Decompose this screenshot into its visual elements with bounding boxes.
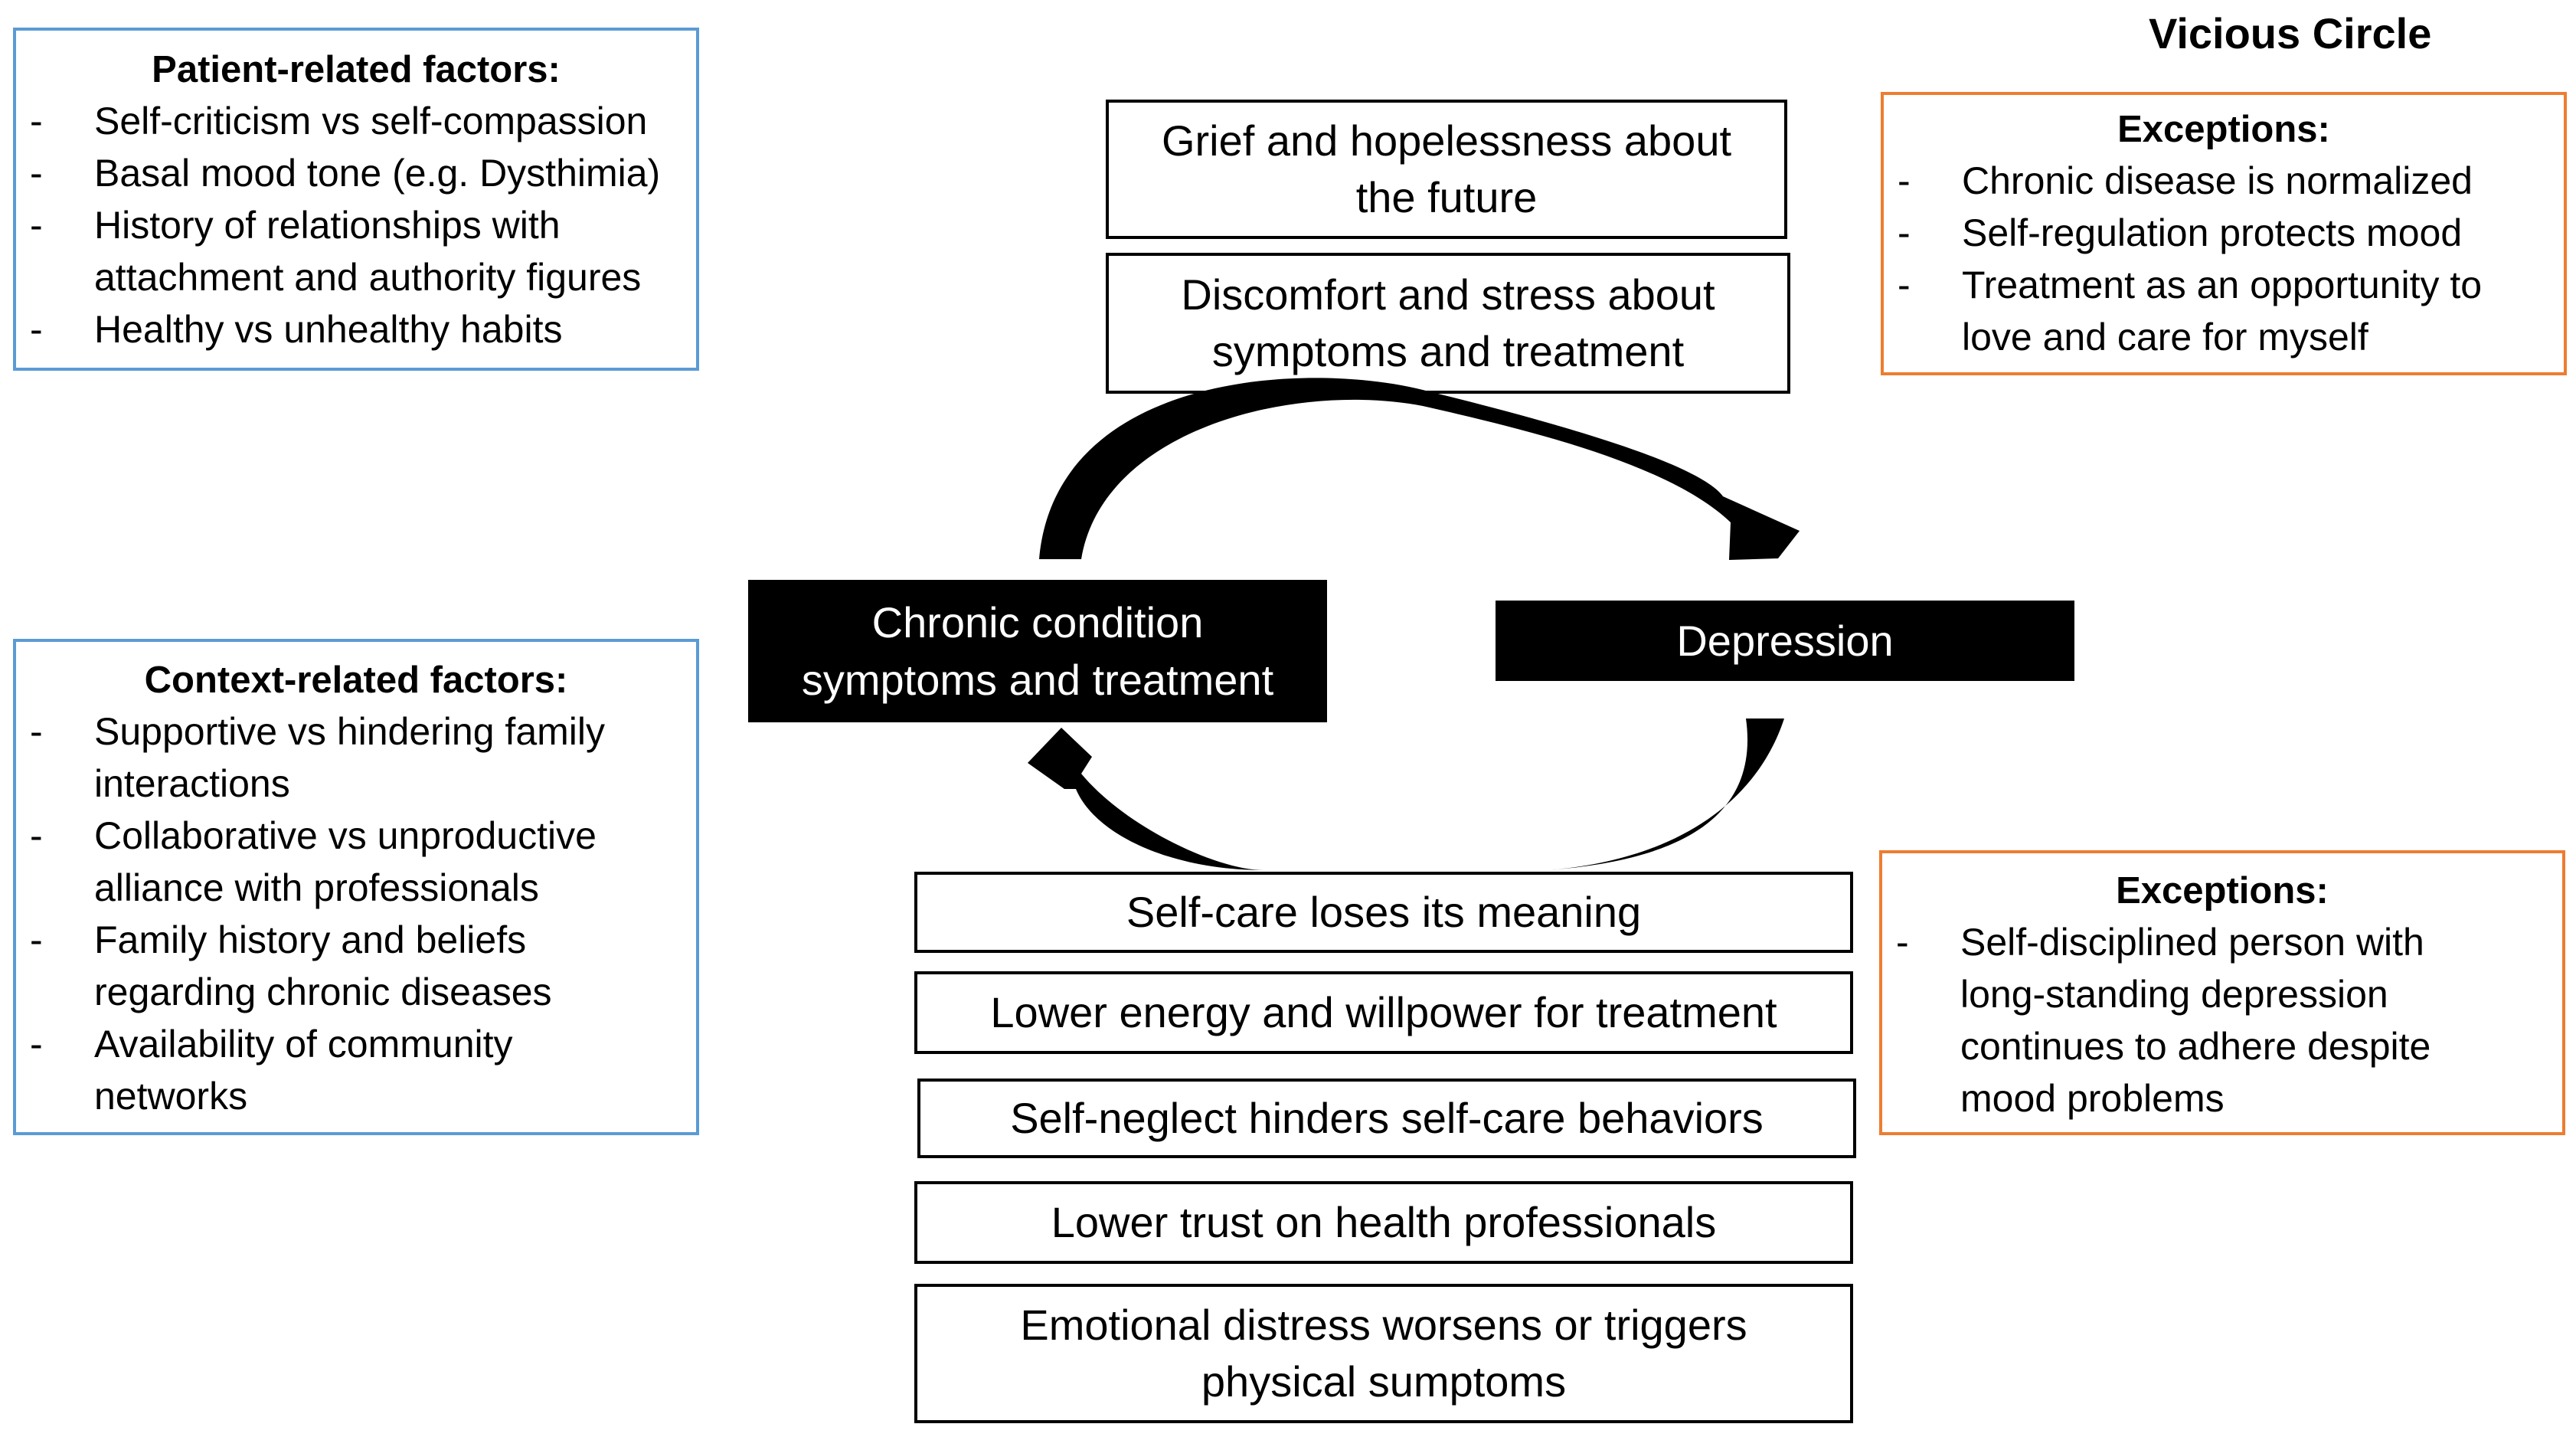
context-factors-box: Context-related factors: -Supportive vs … [13,639,699,1135]
patient-factors-list: -Self-criticism vs self-compassion -Basa… [16,95,696,355]
diagram-title: Vicious Circle [2149,9,2432,57]
top-curved-arrow [1039,378,1800,560]
list-item: -Healthy vs unhealthy habits [30,308,563,351]
lower-trust-box: Lower trust on health professionals [914,1181,1853,1264]
exceptions-bottom-heading: Exceptions: [2116,870,2329,912]
exceptions-top-heading: Exceptions: [2117,109,2330,150]
exceptions-top-list: -Chronic disease is normalized -Self-reg… [1884,155,2564,363]
patient-factors-heading: Patient-related factors: [152,49,561,90]
exceptions-top-box: Exceptions: -Chronic disease is normaliz… [1881,92,2567,375]
list-item: -Chronic disease is normalized [1898,159,2473,202]
list-item: -Basal mood tone (e.g. Dysthimia) [30,152,661,195]
context-factors-list: -Supportive vs hindering family interact… [16,705,696,1122]
chronic-condition-box: Chronic condition symptoms and treatment [748,580,1327,722]
grief-hopelessness-box: Grief and hopelessness about the future [1106,100,1787,239]
self-care-meaning-box: Self-care loses its meaning [914,872,1853,953]
list-item: -Treatment as an opportunity to love and… [1898,264,2483,358]
self-neglect-box: Self-neglect hinders self-care behaviors [917,1079,1856,1158]
list-item: -Supportive vs hindering family interact… [30,710,605,805]
context-factors-heading: Context-related factors: [144,660,568,701]
list-item: -History of relationships with attachmen… [30,204,642,299]
list-item: -Collaborative vs unproductive alliance … [30,814,597,909]
exceptions-bottom-box: Exceptions: -Self-disciplined person wit… [1879,850,2565,1135]
discomfort-stress-box: Discomfort and stress about symptoms and… [1106,253,1790,394]
list-item: -Self-regulation protects mood [1898,211,2463,254]
list-item: -Self-disciplined person with long-stand… [1896,921,2431,1120]
patient-factors-box: Patient-related factors: -Self-criticism… [13,28,699,371]
list-item: -Availability of community networks [30,1023,513,1118]
bottom-curved-arrow [1028,718,1784,870]
list-item: -Self-criticism vs self-compassion [30,100,648,142]
list-item: -Family history and beliefs regarding ch… [30,918,552,1013]
lower-energy-box: Lower energy and willpower for treatment [914,971,1853,1054]
depression-box: Depression [1496,601,2074,681]
emotional-distress-box: Emotional distress worsens or triggers p… [914,1284,1853,1423]
exceptions-bottom-list: -Self-disciplined person with long-stand… [1882,916,2562,1124]
